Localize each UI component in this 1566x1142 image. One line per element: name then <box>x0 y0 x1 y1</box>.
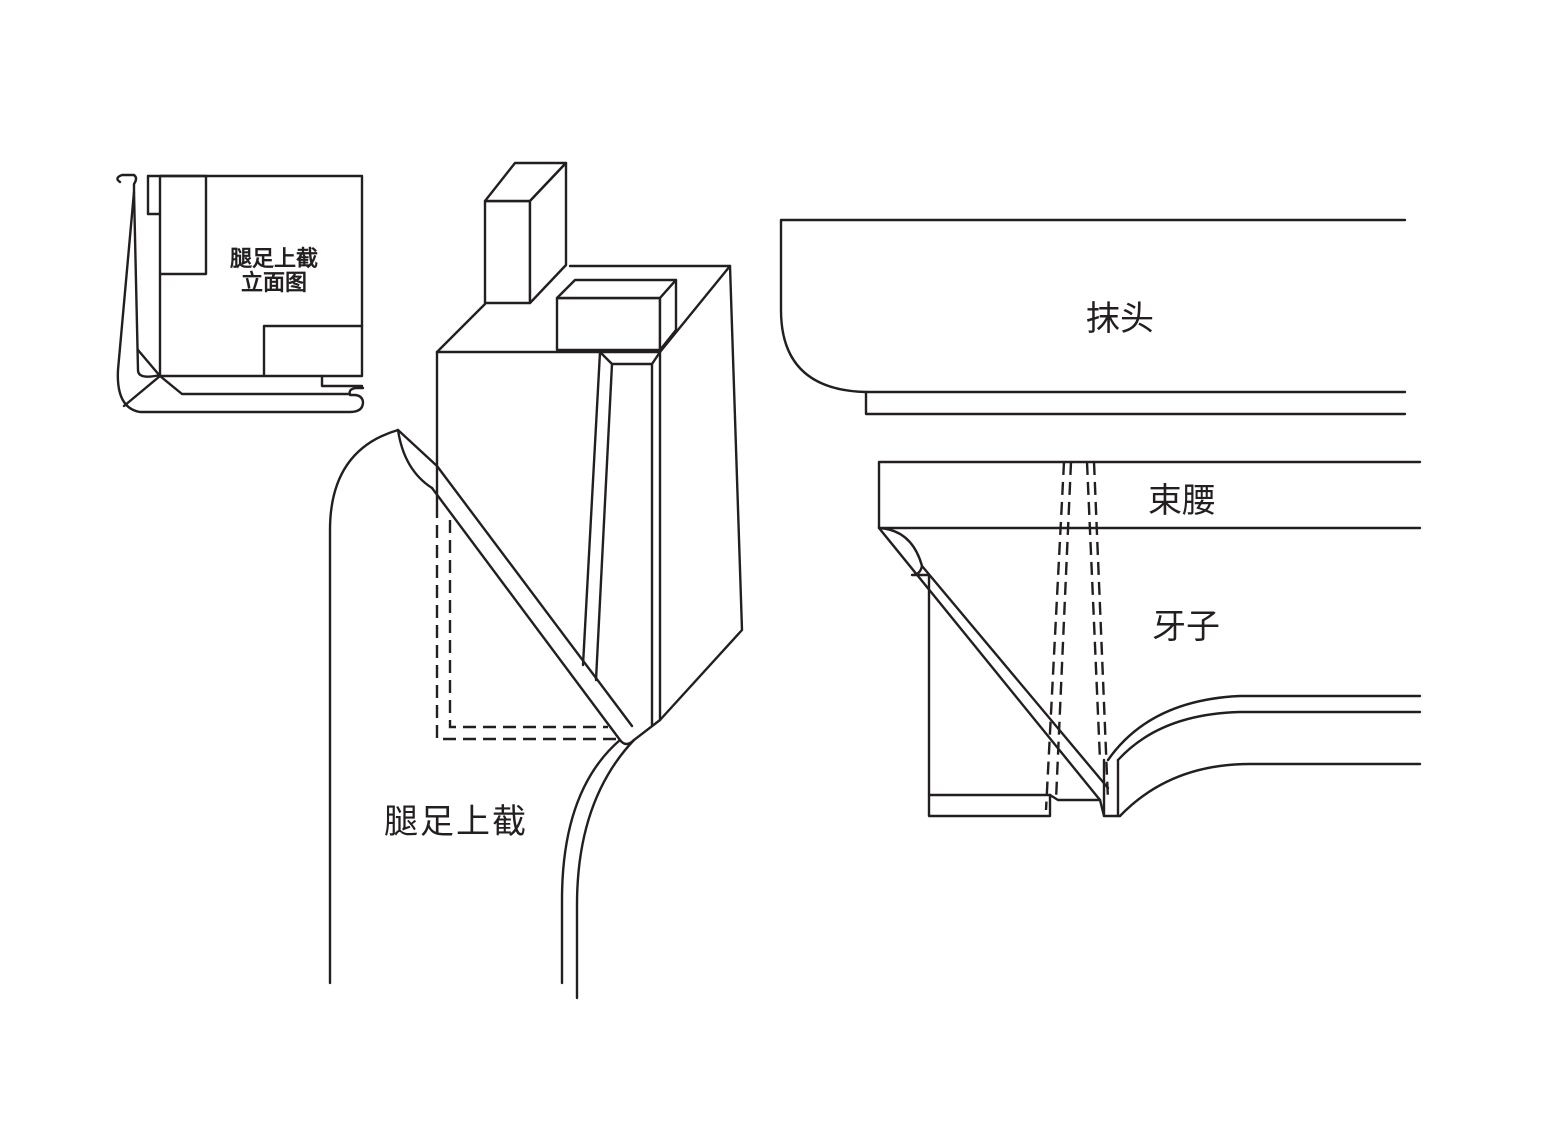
ya-zi-miter-outer <box>877 526 1102 802</box>
hidden-tenon-left-outer <box>1044 461 1066 811</box>
ya-zi-curve-lower <box>1118 762 1422 818</box>
leg-right-profile-inner <box>575 738 636 1000</box>
shu-yao-band <box>877 460 1422 530</box>
ya-zi-label: 牙子 <box>1152 607 1220 647</box>
leg-left-profile <box>328 428 400 985</box>
hidden-tenon-left-inner <box>1054 461 1073 801</box>
ya-zi-miter-inner <box>920 564 1110 790</box>
miter-band-inner <box>435 464 634 728</box>
elevation-square <box>146 174 364 378</box>
ya-zi-left-profile <box>877 526 1052 818</box>
leg-isometric: 腿足上截 <box>328 161 744 1000</box>
shu-yao-ya-zi-part: 束腰 牙子 <box>877 460 1422 818</box>
elevation-miter <box>122 374 162 408</box>
short-tenon-front <box>555 296 662 352</box>
elevation-title-line1: 腿足上截 <box>230 247 318 272</box>
tall-tenon-side <box>528 161 568 305</box>
ya-zi-curve-inner <box>1116 710 1422 762</box>
tall-tenon-front <box>483 199 532 305</box>
elevation-inner-profile <box>132 190 162 378</box>
short-tenon-side <box>658 278 678 352</box>
hidden-tenon-right-outer <box>1092 461 1110 801</box>
leg-upper-label: 腿足上截 <box>384 802 528 842</box>
mo-tou-profile <box>779 218 1407 394</box>
elevation-view: 腿足上截 立面图 <box>116 173 365 414</box>
block-top-face <box>435 264 732 354</box>
hidden-tenon-right-inner <box>1085 461 1102 761</box>
vertical-slab <box>581 350 602 667</box>
elevation-tenon-top <box>158 174 208 276</box>
ya-zi-curve-outer <box>1106 694 1422 762</box>
elevation-tenon-bottom <box>262 324 364 378</box>
short-tenon-top <box>555 278 678 300</box>
mo-tou-label: 抹头 <box>1086 299 1154 339</box>
elevation-title-line2: 立面图 <box>241 270 307 296</box>
block-side-face <box>658 264 744 722</box>
mo-tou-part: 抹头 <box>779 218 1407 416</box>
leg-shoulder-curve <box>396 428 434 490</box>
shu-yao-label: 束腰 <box>1148 481 1216 521</box>
leg-right-profile-outer <box>560 738 622 985</box>
